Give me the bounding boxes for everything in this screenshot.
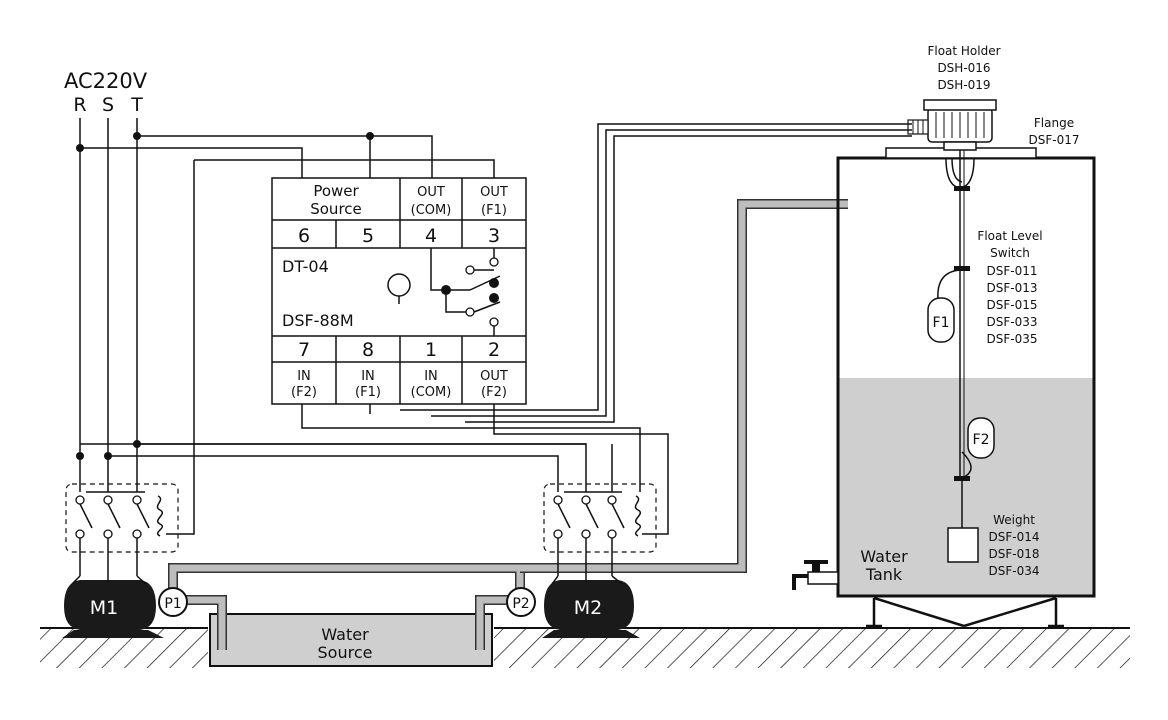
weight-model-1: DSF-014 — [989, 530, 1040, 544]
terminal-8: 8 — [362, 339, 374, 361]
pump-2: P2 — [506, 587, 536, 617]
pump-1-label: P1 — [164, 596, 181, 612]
weight-model-3: DSF-034 — [989, 564, 1040, 578]
power-supply: AC220V R S T — [64, 69, 669, 535]
header-in-f1-1: IN — [361, 369, 375, 384]
float-f2: F2 — [967, 417, 995, 459]
float-switch-model-4: DSF-033 — [987, 315, 1038, 329]
terminal-2: 2 — [488, 339, 500, 361]
float-holder — [907, 99, 997, 151]
pump-1: P1 — [158, 587, 188, 617]
float-level-switch: F1 F2 — [927, 150, 995, 563]
motor-1: M1 — [62, 575, 164, 638]
phase-t-label: T — [130, 94, 143, 116]
header-in-f1-2: (F1) — [355, 385, 381, 400]
tank-label-2: Tank — [865, 565, 903, 584]
water-source: Water Source — [208, 613, 494, 668]
terminal-5: 5 — [362, 225, 374, 247]
float-f1-label: F1 — [933, 315, 950, 331]
terminal-6: 6 — [298, 225, 310, 247]
weight-block — [947, 527, 979, 563]
terminal-7: 7 — [298, 339, 310, 361]
water-source-label-1: Water — [321, 625, 369, 644]
terminal-3: 3 — [488, 225, 500, 247]
header-in-f2-2: (F2) — [291, 385, 317, 400]
float-switch-model-5: DSF-035 — [987, 332, 1038, 346]
supply-voltage: AC220V — [64, 69, 148, 93]
phase-s-label: S — [102, 94, 114, 116]
motor-2-label: M2 — [574, 597, 602, 619]
flange-title: Flange — [1034, 116, 1074, 130]
weight-title: Weight — [993, 513, 1035, 527]
float-switch-model-1: DSF-011 — [987, 264, 1038, 278]
weight-model-2: DSF-018 — [989, 547, 1040, 561]
header-com-1: OUT — [417, 185, 445, 200]
relay-model-bottom: DSF-88M — [282, 311, 354, 330]
float-f2-label: F2 — [973, 432, 990, 448]
motor-2: M2 — [542, 575, 640, 638]
header-in-com-2: (COM) — [411, 385, 452, 400]
header-out-f2-1: OUT — [480, 369, 508, 384]
tap-valve — [792, 560, 839, 590]
float-switch-label-1: Float Level — [977, 229, 1042, 243]
terminal-1: 1 — [425, 339, 437, 361]
terminal-4: 4 — [425, 225, 437, 247]
float-switch-label-2: Switch — [990, 246, 1030, 260]
float-holder-model-2: DSH-019 — [937, 78, 990, 92]
header-f1-1: OUT — [480, 185, 508, 200]
water-source-label-2: Source — [318, 643, 373, 662]
float-switch-model-3: DSF-015 — [987, 298, 1038, 312]
pump-2-label: P2 — [512, 596, 529, 612]
float-f1: F1 — [927, 297, 955, 343]
adjuster-knob-icon — [387, 273, 411, 304]
motor-1-label: M1 — [90, 597, 118, 619]
header-in-com-1: IN — [424, 369, 438, 384]
float-signal-wires — [400, 123, 912, 423]
flange-model: DSF-017 — [1029, 133, 1080, 147]
float-switch-model-2: DSF-013 — [987, 281, 1038, 295]
header-power-2: Source — [310, 200, 362, 218]
header-in-f2-1: IN — [297, 369, 311, 384]
header-f1-2: (F1) — [481, 203, 507, 218]
float-holder-title: Float Holder — [927, 44, 1000, 58]
float-holder-model-1: DSH-016 — [937, 61, 990, 75]
contactor-1 — [65, 483, 179, 576]
header-com-2: (COM) — [411, 203, 452, 218]
header-out-f2-2: (F2) — [481, 385, 507, 400]
relay-unit: Power Source OUT (COM) OUT (F1) 6 5 4 3 … — [271, 177, 527, 405]
tank-label-1: Water — [860, 547, 908, 566]
relay-model-top: DT-04 — [282, 257, 329, 276]
header-power-1: Power — [313, 182, 359, 200]
contactor-2 — [543, 483, 657, 576]
water-tank: Water Tank — [792, 147, 1096, 628]
relay-contacts — [430, 248, 501, 336]
phase-r-label: R — [73, 94, 86, 116]
